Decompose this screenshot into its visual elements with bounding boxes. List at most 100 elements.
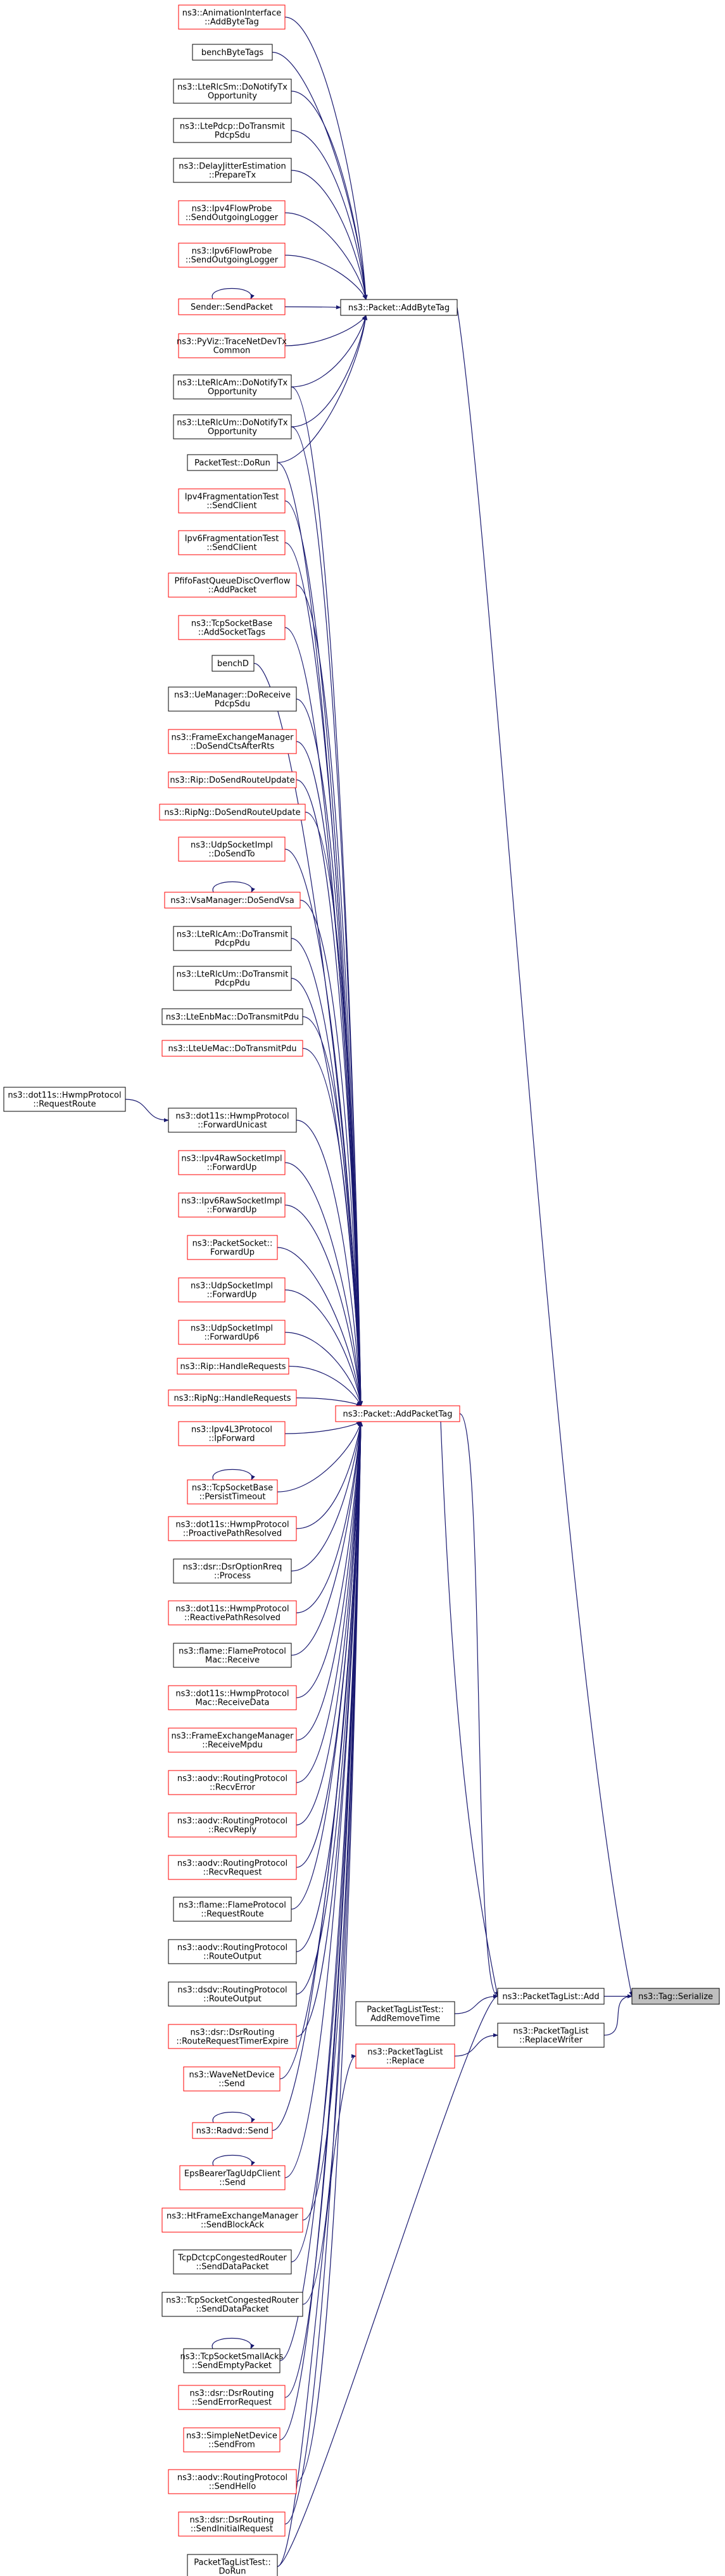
call-edges xyxy=(125,16,633,2567)
node-hwmp-mac-receive-data[interactable]: ns3::dot11s::HwmpProtocolMac::ReceiveDat… xyxy=(168,1685,297,1710)
node-aodv-route-output[interactable]: ns3::aodv::RoutingProtocol::RouteOutput xyxy=(168,1939,297,1964)
node-rip-handle-requests[interactable]: ns3::Rip::HandleRequests xyxy=(177,1358,289,1375)
node-packet-tag-list-test-run[interactable]: PacketTagListTest::DoRun xyxy=(187,2554,278,2576)
node-label: ns3::RipNg::HandleRequests xyxy=(173,1394,291,1403)
node-label: DoRun xyxy=(219,2567,246,2576)
node-packet-add-byte-tag[interactable]: ns3::Packet::AddByteTag xyxy=(340,299,458,316)
node-box xyxy=(355,2001,455,2026)
node-packet-tag-list-test-add-remove[interactable]: PacketTagListTest::AddRemoveTime xyxy=(355,2001,455,2026)
node-udp-socket-send-to[interactable]: ns3::UdpSocketImpl::DoSendTo xyxy=(178,837,286,862)
node-bench-d[interactable]: benchD xyxy=(211,655,255,672)
node-lte-ue-mac-transmit[interactable]: ns3::LteUeMac::DoTransmitPdu xyxy=(161,1040,303,1057)
node-packet-tag-list-replace-writer[interactable]: ns3::PacketTagList::ReplaceWriter xyxy=(497,2023,605,2048)
node-ipv4-l3-ip-forward[interactable]: ns3::Ipv4L3Protocol::IpForward xyxy=(178,1421,286,1446)
node-label: ::Process xyxy=(214,1572,251,1581)
node-dsdv-route-output[interactable]: ns3::dsdv::RoutingProtocol::RouteOutput xyxy=(168,1981,297,2007)
node-hwmp-forward-unicast[interactable]: ns3::dot11s::HwmpProtocol::ForwardUnicas… xyxy=(168,1108,297,1133)
node-fem-send-cts[interactable]: ns3::FrameExchangeManager::DoSendCtsAfte… xyxy=(168,729,297,754)
node-label: ns3::HtFrameExchangeManager xyxy=(167,2212,299,2221)
node-label: Common xyxy=(213,346,251,356)
node-label: ns3::dsr::DsrRouting xyxy=(190,2389,274,2399)
node-vsa-manager-send[interactable]: ns3::VsaManager::DoSendVsa xyxy=(164,892,301,909)
node-box xyxy=(178,243,286,268)
node-ipv4-frag-send-client[interactable]: Ipv4FragmentationTest::SendClient xyxy=(178,488,286,514)
node-ipv6-frag-send-client[interactable]: Ipv6FragmentationTest::SendClient xyxy=(178,530,286,555)
node-label: ns3::dsdv::RoutingProtocol xyxy=(177,1986,287,1995)
node-sender-send-packet[interactable]: Sender::SendPacket xyxy=(178,298,286,315)
node-flame-request-route[interactable]: ns3::flame::FlameProtocol::RequestRoute xyxy=(173,1897,292,1922)
node-animation-add-byte-tag[interactable]: ns3::AnimationInterface::AddByteTag xyxy=(178,4,286,30)
node-lte-enb-mac-transmit[interactable]: ns3::LteEnbMac::DoTransmitPdu xyxy=(161,1008,303,1025)
node-label: Sender::SendPacket xyxy=(191,303,273,312)
node-simple-net-device-send-from[interactable]: ns3::SimpleNetDevice::SendFrom xyxy=(183,2427,281,2453)
node-packet-socket-forward-up[interactable]: ns3::PacketSocket::ForwardUp xyxy=(187,1235,278,1260)
node-ipv6-flow-probe-send[interactable]: ns3::Ipv6FlowProbe::SendOutgoingLogger xyxy=(178,243,286,268)
edge-ipv4_frag_send_client-to-add-packet-tag xyxy=(284,500,363,1406)
node-dsr-route-request-timer[interactable]: ns3::dsr::DsrRouting::RouteRequestTimerE… xyxy=(168,2024,297,2049)
node-dsr-send-initial-request[interactable]: ns3::dsr::DsrRouting::SendInitialRequest xyxy=(178,2511,286,2537)
node-radvd-send[interactable]: ns3::Radvd::Send xyxy=(192,2122,273,2139)
node-label: ns3::WaveNetDevice xyxy=(189,2071,274,2080)
node-udp-socket-forward-up[interactable]: ns3::UdpSocketImpl::ForwardUp xyxy=(178,1277,286,1303)
node-packet-tag-list-add[interactable]: ns3::PacketTagList::Add xyxy=(497,1988,605,2005)
node-ht-fem-send-block-ack[interactable]: ns3::HtFrameExchangeManager::SendBlockAc… xyxy=(161,2207,303,2233)
node-box xyxy=(168,729,297,754)
node-packet-tag-list-replace[interactable]: ns3::PacketTagList::Replace xyxy=(355,2043,455,2069)
node-dsr-option-rreq-process[interactable]: ns3::dsr::DsrOptionRreq::Process xyxy=(173,1558,292,1584)
node-pfifo-add-packet[interactable]: PfifoFastQueueDiscOverflow::AddPacket xyxy=(168,572,297,598)
node-dsr-send-error-request[interactable]: ns3::dsr::DsrRouting::SendErrorRequest xyxy=(178,2385,286,2410)
node-eps-bearer-udp-send[interactable]: EpsBearerTagUdpClient::Send xyxy=(179,2165,286,2190)
node-aodv-recv-request[interactable]: ns3::aodv::RoutingProtocol::RecvRequest xyxy=(168,1855,297,1880)
node-label: ns3::LteEnbMac::DoTransmitPdu xyxy=(166,1013,299,1022)
node-label: ns3::LteRlcUm::DoTransmit xyxy=(177,970,289,980)
edge-flame_request_route-to-add-packet-tag xyxy=(291,1421,363,1910)
node-ipv6-raw-forward-up[interactable]: ns3::Ipv6RawSocketImpl::ForwardUp xyxy=(178,1192,286,1218)
node-label: ns3::Packet::AddPacketTag xyxy=(343,1410,452,1419)
edge-ipv4_l3_ip_forward-to-add-packet-tag xyxy=(284,1421,362,1434)
node-box xyxy=(178,1192,286,1218)
node-tcp-socket-add-tags[interactable]: ns3::TcpSocketBase::AddSocketTags xyxy=(178,615,286,640)
node-tcp-socket-congested-send[interactable]: ns3::TcpSocketCongestedRouter::SendDataP… xyxy=(161,2292,303,2317)
node-bench-byte-tags[interactable]: benchByteTags xyxy=(192,44,273,61)
node-tcp-small-acks-send-empty[interactable]: ns3::TcpSocketSmallAcks::SendEmptyPacket xyxy=(180,2348,284,2373)
node-packet-test-run[interactable]: PacketTest::DoRun xyxy=(187,454,278,471)
node-packet-add-packet-tag[interactable]: ns3::Packet::AddPacketTag xyxy=(335,1405,460,1422)
node-label: ::RecvError xyxy=(210,1783,255,1793)
node-hwmp-proactive-resolved[interactable]: ns3::dot11s::HwmpProtocol::ProactivePath… xyxy=(168,1516,297,1541)
node-aodv-recv-reply[interactable]: ns3::aodv::RoutingProtocol::RecvReply xyxy=(168,1812,297,1838)
node-delay-jitter-prepare[interactable]: ns3::DelayJitterEstimation::PrepareTx xyxy=(173,158,292,183)
node-aodv-recv-error[interactable]: ns3::aodv::RoutingProtocol::RecvError xyxy=(168,1770,297,1795)
node-ripng-send-route[interactable]: ns3::RipNg::DoSendRouteUpdate xyxy=(159,804,306,821)
node-box xyxy=(187,1235,278,1260)
edge-udp_socket_send_to-to-add-packet-tag xyxy=(284,849,363,1406)
node-wave-net-device-send[interactable]: ns3::WaveNetDevice::Send xyxy=(183,2066,281,2092)
node-hwmp-request-route[interactable]: ns3::dot11s::HwmpProtocol::RequestRoute xyxy=(3,1087,126,1112)
node-fem-receive-mpdu[interactable]: ns3::FrameExchangeManager::ReceiveMpdu xyxy=(168,1727,297,1753)
node-aodv-send-hello[interactable]: ns3::aodv::RoutingProtocol::SendHello xyxy=(168,2469,297,2494)
edge-ipv6_frag_send_client-to-add-packet-tag xyxy=(284,542,363,1406)
node-ipv4-flow-probe-send[interactable]: ns3::Ipv4FlowProbe::SendOutgoingLogger xyxy=(178,200,286,225)
node-label: ns3::Ipv4L3Protocol xyxy=(191,1425,272,1435)
node-label: ns3::LteUeMac::DoTransmitPdu xyxy=(168,1044,296,1054)
node-box xyxy=(178,1421,286,1446)
node-hwmp-reactive-resolved[interactable]: ns3::dot11s::HwmpProtocol::ReactivePathR… xyxy=(168,1600,297,1626)
node-tcp-dctcp-send-data[interactable]: TcpDctcpCongestedRouter::SendDataPacket xyxy=(173,2249,292,2275)
node-ipv4-raw-forward-up[interactable]: ns3::Ipv4RawSocketImpl::ForwardUp xyxy=(178,1150,286,1175)
node-label: benchD xyxy=(217,659,249,669)
node-udp-socket-forward-up6[interactable]: ns3::UdpSocketImpl::ForwardUp6 xyxy=(178,1320,286,1345)
node-label: ns3::Ipv6RawSocketImpl xyxy=(181,1197,282,1206)
node-tcp-persist-timeout[interactable]: ns3::TcpSocketBase::PersistTimeout xyxy=(187,1479,278,1505)
node-ripng-handle-requests[interactable]: ns3::RipNg::HandleRequests xyxy=(168,1389,297,1406)
node-label: PfifoFastQueueDiscOverflow xyxy=(175,577,291,586)
edge-packet_test_run-to-add-byte-tag xyxy=(277,315,368,464)
node-rip-send-route[interactable]: ns3::Rip::DoSendRouteUpdate xyxy=(168,771,297,788)
